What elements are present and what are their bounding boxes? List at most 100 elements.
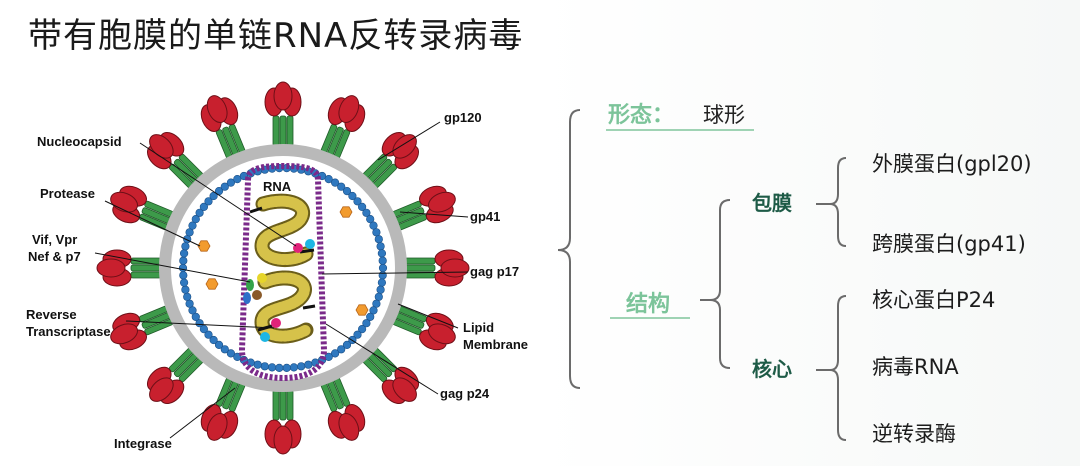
matrix-bead xyxy=(376,242,385,251)
matrix-bead xyxy=(377,249,387,258)
main-bracket xyxy=(557,109,581,389)
matrix-bead xyxy=(209,335,218,345)
envelope-spike xyxy=(110,185,174,231)
matrix-bead xyxy=(275,363,284,373)
matrix-bead xyxy=(378,263,388,273)
matrix-bead xyxy=(191,312,200,321)
protease-hexagon xyxy=(339,206,353,218)
matrix-bead xyxy=(297,362,306,371)
matrix-bead xyxy=(268,363,277,372)
structure-tree: 形态： 球形 结构 包膜 核心 外膜蛋白(gpl20) 跨膜蛋白(gp41) 核… xyxy=(557,102,1032,446)
morphology-value: 球形 xyxy=(703,103,745,127)
matrix-bead xyxy=(324,174,333,184)
matrix-bead xyxy=(342,340,352,350)
matrix-bead xyxy=(191,215,200,224)
structure-bracket xyxy=(709,199,731,369)
protease-hexagons xyxy=(197,206,369,316)
matrix-bead xyxy=(374,292,383,301)
matrix-bead xyxy=(366,312,375,321)
matrix-bead xyxy=(337,182,346,191)
gp120-head xyxy=(96,258,126,278)
matrix-bead xyxy=(369,306,378,315)
matrix-bead xyxy=(180,249,189,258)
envelope-spike xyxy=(404,249,470,287)
envelope-spike xyxy=(392,185,456,231)
label-membrane: Membrane xyxy=(463,337,528,352)
virus-diagram: RNA Nucleocapsid Protease Vif, Vpr Nef &… xyxy=(26,81,528,455)
vpr-green xyxy=(246,279,254,291)
enzyme-cyan-1 xyxy=(305,239,315,249)
matrix-bead xyxy=(369,221,378,230)
rt-bar-upper xyxy=(249,206,263,214)
rt-bar-lower2 xyxy=(302,304,316,310)
core-label: 核心 xyxy=(752,357,792,381)
matrix-bead xyxy=(362,208,371,217)
matrix-bead xyxy=(185,228,194,237)
matrix-bead xyxy=(348,191,357,201)
matrix-bead xyxy=(188,306,197,315)
gp120-head xyxy=(338,95,360,123)
rt-bar-mid xyxy=(299,248,315,254)
envelope-label: 包膜 xyxy=(752,191,792,215)
matrix-bead xyxy=(185,299,194,308)
matrix-bead xyxy=(179,256,188,265)
capsid-shell xyxy=(238,162,328,382)
protease-hexagon xyxy=(355,304,369,316)
right-panel-background xyxy=(540,0,1080,466)
gp120-head xyxy=(338,413,360,441)
matrix-bead xyxy=(331,178,340,187)
matrix-bead xyxy=(179,271,188,280)
matrix-bead xyxy=(181,285,190,294)
matrix-bead xyxy=(282,363,291,373)
envelope-spike xyxy=(200,377,246,441)
matrix-bead xyxy=(180,278,189,287)
gp120-head xyxy=(206,413,228,441)
leader-lines xyxy=(94,121,469,439)
label-transcriptase: Transcriptase xyxy=(26,324,111,339)
enzyme-magenta-2 xyxy=(271,318,281,328)
matrix-bead xyxy=(362,319,371,328)
protease-hexagon xyxy=(197,240,211,252)
envelope-spike xyxy=(264,81,302,147)
gp41-stalk xyxy=(130,264,162,272)
gp41-stalk xyxy=(272,389,280,421)
morphology-label: 形态： xyxy=(608,102,674,128)
matrix-bead xyxy=(372,228,381,237)
protease-hexagon xyxy=(205,278,219,290)
matrix-bead xyxy=(209,191,218,201)
label-gp120: gp120 xyxy=(444,110,482,125)
label-protease: Protease xyxy=(40,186,95,201)
gp120-head xyxy=(149,377,174,402)
matrix-bead xyxy=(377,278,387,287)
matrix-bead xyxy=(260,362,269,371)
label-gag-p24: gag p24 xyxy=(440,386,490,401)
matrix-bead xyxy=(366,215,375,224)
page-title: 带有胞膜的单链RNA反转录病毒 xyxy=(28,16,524,56)
envelope-spike xyxy=(96,249,162,287)
vif-yellow xyxy=(257,273,267,283)
matrix-bead xyxy=(376,285,385,294)
gp120-head xyxy=(273,425,293,455)
matrix-bead xyxy=(226,349,235,358)
matrix-bead xyxy=(195,208,204,217)
envelope-item-outer-protein: 外膜蛋白(gpl20) xyxy=(872,152,1032,176)
envelope-spike xyxy=(392,305,456,351)
envelope-spike xyxy=(146,347,204,405)
label-nucleocapsid: Nucleocapsid xyxy=(37,134,122,149)
gp41-stalk xyxy=(279,115,287,147)
gp120-head xyxy=(392,377,417,402)
matrix-bead xyxy=(178,263,188,273)
matrix-bead xyxy=(220,345,229,354)
matrix-bead xyxy=(220,182,229,191)
label-integrase: Integrase xyxy=(114,436,172,451)
envelope-spike xyxy=(264,389,302,455)
gp41-stalk xyxy=(286,389,294,421)
matrix-bead xyxy=(374,235,383,244)
matrix-bead xyxy=(337,345,346,354)
enzyme-cyan-2 xyxy=(260,332,270,342)
matrix-bead xyxy=(353,197,362,206)
nef-brown xyxy=(252,290,262,300)
matrix-bead xyxy=(342,187,352,196)
matrix-bead xyxy=(195,319,204,328)
matrix-bead xyxy=(358,325,367,334)
